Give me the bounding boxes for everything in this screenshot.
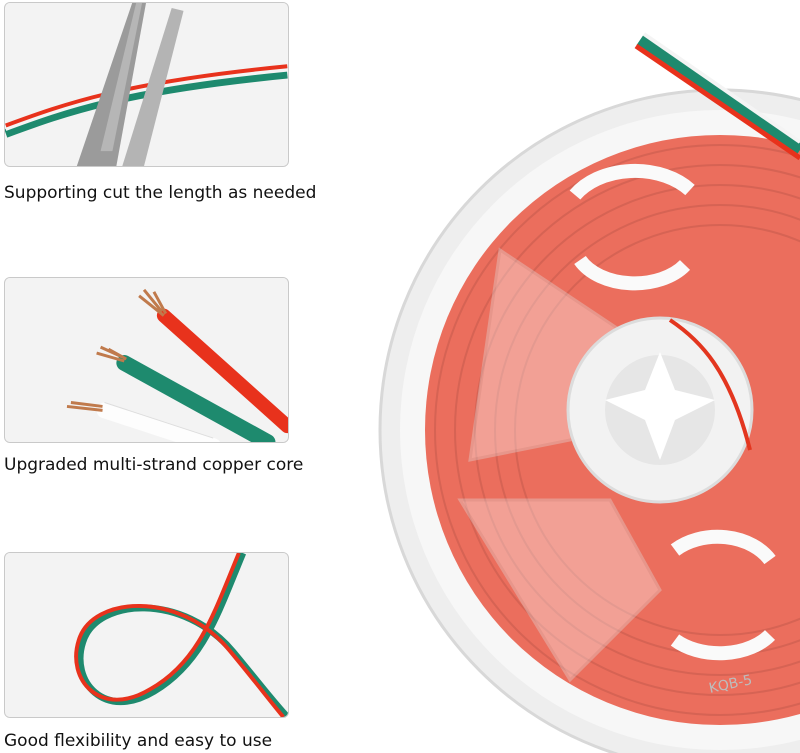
stripped-wire-ends-image (5, 278, 288, 442)
scissors-cutting-wire-image (5, 3, 288, 166)
scissors-blade-right (122, 7, 184, 166)
feature-image-flexibility (4, 552, 289, 718)
feature-caption-cut: Supporting cut the length as needed (4, 183, 317, 203)
feature-image-copper (4, 277, 289, 443)
feature-caption-copper: Upgraded multi-strand copper core (4, 455, 304, 475)
wire-loop-image (5, 553, 288, 717)
feature-image-cut (4, 2, 289, 167)
wire-spool-image: KQB-5 (330, 30, 800, 753)
feature-caption-flexibility: Good flexibility and easy to use (4, 731, 273, 751)
